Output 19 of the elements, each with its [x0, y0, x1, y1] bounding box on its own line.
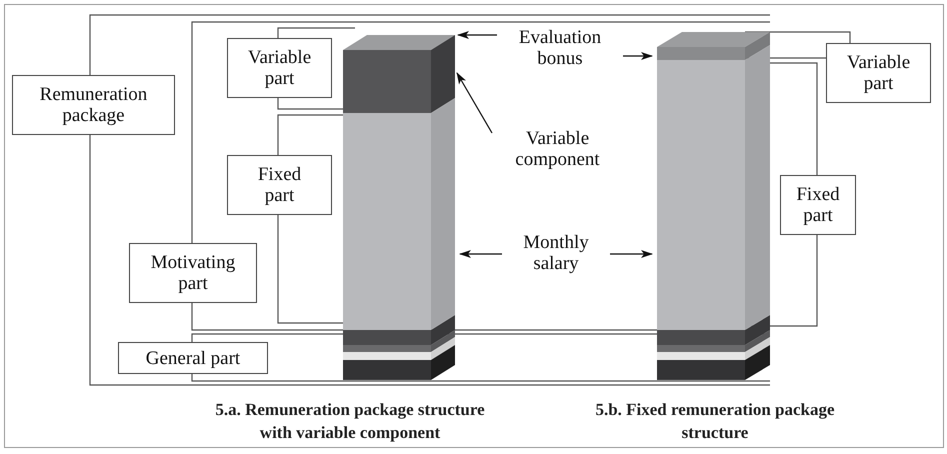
label-box: Remuneration package: [12, 75, 175, 135]
arrow: [610, 250, 653, 258]
bar-segment: [657, 45, 770, 330]
arrow: [456, 72, 493, 134]
figure-caption: 5.a. Remuneration package structure with variable component: [214, 399, 486, 444]
bar-segment: [343, 35, 455, 113]
label-box: Variable part: [826, 43, 931, 103]
arrow: [457, 31, 497, 39]
label-box: Variable part: [227, 38, 332, 98]
bar-segment: [343, 98, 455, 330]
arrow: [459, 250, 502, 258]
arrow: [623, 52, 653, 60]
figure-caption: 5.b. Fixed remuneration package structure: [594, 399, 836, 444]
label-box: General part: [118, 342, 268, 374]
bar-top-face: [343, 35, 455, 50]
label-box: Motivating part: [129, 243, 257, 303]
bar-top-face: [657, 32, 770, 60]
label-box: Fixed part: [227, 155, 332, 215]
label-box: Fixed part: [780, 175, 856, 235]
